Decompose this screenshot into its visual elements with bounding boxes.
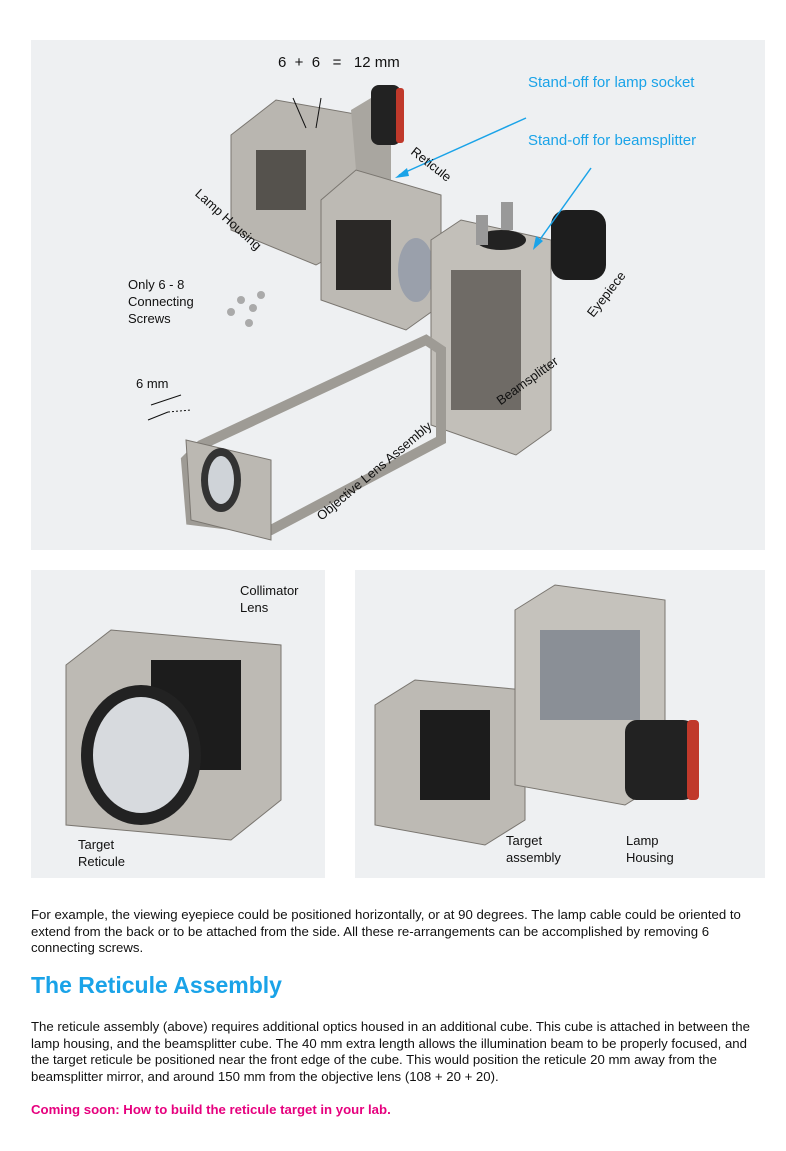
coming-soon-note: Coming soon: How to build the reticule t… [31, 1102, 391, 1117]
lamp-housing-bottom-label-line: Housing [626, 850, 674, 865]
lamp-housing-bottom-label: Lamp Housing [626, 832, 674, 866]
target-assembly-label-line: Target [506, 833, 543, 848]
screws-label-line: Screws [128, 311, 171, 326]
reticule-cube-photo [31, 570, 325, 878]
standoff-lamp-label: Stand-off for lamp socket [528, 74, 695, 91]
paragraph-rearrangements: For example, the viewing eyepiece could … [31, 907, 741, 956]
target-lamp-illustration [374, 584, 699, 846]
target-reticule-label-line: Target [78, 837, 115, 852]
target-assembly-label: Target assembly [506, 832, 561, 866]
target-assembly-label-line: assembly [506, 850, 561, 865]
standoff-beamsplitter-label: Stand-off for beamsplitter [528, 132, 697, 149]
screws-label: Only 6 - 8 Connecting Screws [128, 276, 194, 327]
exploded-assembly-photo [31, 40, 765, 550]
paragraph-reticule-assembly: The reticule assembly (above) requires a… [31, 1019, 750, 1084]
equation-label: 6 + 6 = 12 mm [278, 54, 400, 71]
lamp-housing-bottom-label-line: Lamp [626, 833, 659, 848]
screws-label-line: Connecting [128, 294, 194, 309]
assembly-illustration [147, 85, 606, 541]
target-reticule-label: Target Reticule [78, 836, 125, 870]
screws-label-line: Only 6 - 8 [128, 277, 185, 292]
collimator-label-line: Collimator [240, 583, 299, 598]
section-heading: The Reticule Assembly [31, 972, 282, 998]
target-reticule-label-line: Reticule [78, 854, 125, 869]
six-mm-label: 6 mm [136, 376, 169, 391]
collimator-lens-label: Collimator Lens [240, 582, 299, 616]
target-and-lamp-photo [355, 570, 765, 878]
collimator-label-line: Lens [240, 600, 269, 615]
reticule-cube-illustration [65, 629, 282, 841]
